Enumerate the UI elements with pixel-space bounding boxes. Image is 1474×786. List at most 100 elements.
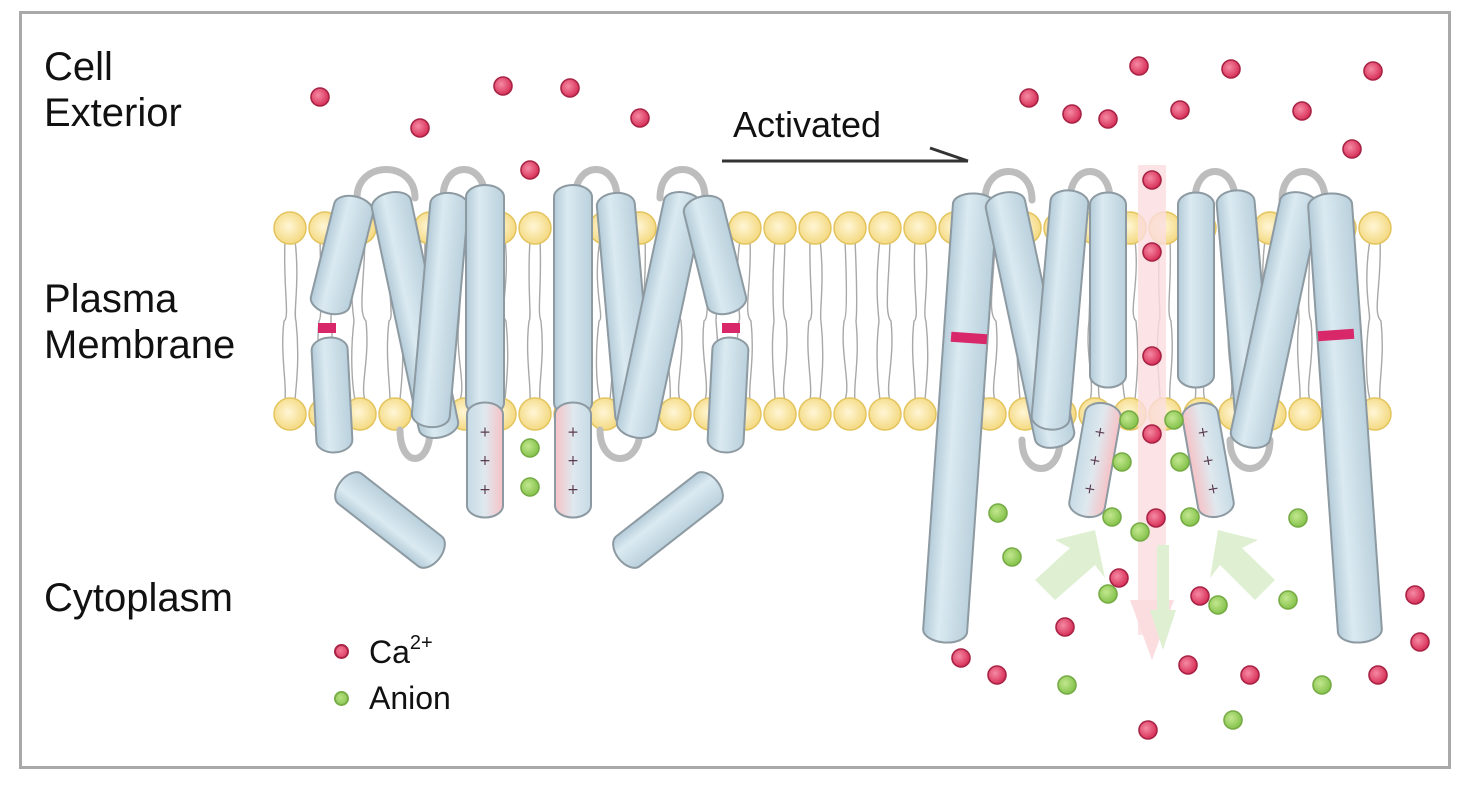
- positive-charge: +: [1093, 424, 1107, 442]
- protein-loop: [1278, 168, 1329, 204]
- helix-s1b-right-body: [706, 336, 750, 454]
- helix-s1b-left: [310, 336, 354, 454]
- protein-loop: [1018, 436, 1064, 472]
- anion: [1112, 452, 1132, 472]
- lipid-head: [868, 397, 902, 431]
- hinge-marker: [318, 323, 336, 333]
- calcium-ion: [1055, 617, 1075, 637]
- helix-s1b-right: [706, 336, 750, 454]
- anion: [520, 477, 540, 497]
- lipid-tail: [1365, 239, 1371, 401]
- ions: [310, 56, 1430, 740]
- calcium-ion: [630, 108, 650, 128]
- anion: [1278, 590, 1298, 610]
- calcium-ion: [1342, 139, 1362, 159]
- lipid-tail: [1307, 239, 1313, 401]
- calcium-ion: [310, 87, 330, 107]
- calcium-ion: [1240, 665, 1260, 685]
- anion: [1180, 507, 1200, 527]
- lipid-tail: [819, 239, 824, 401]
- lipid-tail: [842, 239, 848, 401]
- lipid-head: [833, 211, 867, 245]
- lipid-tail: [746, 239, 753, 401]
- lipid-tail: [538, 239, 543, 401]
- lipid-tail: [1132, 239, 1139, 401]
- calcium-ion: [1129, 56, 1149, 76]
- helix-s4-act-upper-right: [1177, 191, 1215, 389]
- helix-s3-left-body: [410, 191, 470, 429]
- anion: [1130, 522, 1150, 542]
- lipid-tail: [853, 239, 858, 401]
- lipid-head: [1358, 211, 1392, 245]
- legend-anion-label: Anion: [369, 680, 451, 716]
- label-cell-exterior-line1: Cell: [44, 45, 113, 89]
- anion: [1098, 584, 1118, 604]
- helix-s2-right-body: [615, 191, 705, 439]
- positive-charge: +: [1083, 480, 1097, 498]
- helix-amphipathic-right-body: [612, 471, 724, 569]
- helix-s4-upper-right-body: [553, 184, 593, 416]
- calcium-ion: [520, 160, 540, 180]
- lipid-head: [903, 397, 937, 431]
- lipid-tail: [282, 239, 288, 401]
- lipid-head: [273, 211, 307, 245]
- lipid-tail: [1376, 239, 1383, 401]
- helix-amphipathic-left-body: [334, 471, 446, 569]
- positive-charge: +: [479, 482, 491, 498]
- hinge-marker: [722, 323, 740, 333]
- calcium-ion: [1292, 101, 1312, 121]
- lipid-head: [378, 397, 412, 431]
- helix-s4-act-upper-left: [1089, 191, 1127, 389]
- lipid-head: [798, 397, 832, 431]
- helix-s1a-right-body: [682, 194, 748, 316]
- calcium-ion: [1146, 508, 1166, 528]
- calcium-ion: [1221, 59, 1241, 79]
- anion: [1102, 507, 1122, 527]
- label-cytoplasm: Cytoplasm: [44, 576, 233, 620]
- lipid-head: [1288, 397, 1322, 431]
- helix-s3-left: [410, 191, 470, 429]
- calcium-ion: [1410, 632, 1430, 652]
- hinge-marker: [950, 331, 988, 345]
- calcium-ion: [560, 78, 580, 98]
- anion: [520, 438, 540, 458]
- anion-flux-arrow-head: [1150, 610, 1176, 650]
- legend-anion: Anion: [334, 680, 451, 717]
- lipid-tail: [876, 239, 881, 401]
- legend-calcium: Ca2+: [334, 632, 433, 671]
- helix-s1a-left: [309, 194, 375, 316]
- lipid-tail: [595, 239, 602, 401]
- hinge-marker: [1317, 328, 1355, 342]
- voltage-sensor-right: +++: [554, 401, 592, 519]
- calcium-ion: [1190, 586, 1210, 606]
- lipid-tail: [782, 239, 788, 401]
- helix-s1-straight-left: [922, 192, 998, 644]
- calcium-ion: [1368, 665, 1388, 685]
- calcium-ion: [1178, 655, 1198, 675]
- helix-s3-act-left-body: [1030, 189, 1090, 431]
- label-plasma-membrane-line2: Membrane: [44, 323, 236, 367]
- voltage-sensor-act-right: +++: [1181, 401, 1235, 519]
- calcium-ion: [1019, 88, 1039, 108]
- calcium-ion: [1062, 104, 1082, 124]
- voltage-sensor-act-right-body: [1181, 401, 1235, 519]
- lipid-tail: [924, 239, 929, 401]
- calcium-ion: [493, 76, 513, 96]
- calcium-ion: [1142, 424, 1162, 444]
- protein-loop: [596, 426, 644, 462]
- lipid-head: [518, 211, 552, 245]
- helix-s1a-right: [682, 194, 748, 316]
- lipid-head: [518, 397, 552, 431]
- anion: [1223, 710, 1243, 730]
- positive-charge: +: [567, 453, 579, 469]
- anion: [1312, 675, 1332, 695]
- anion-influx-arrow-right: [1210, 530, 1275, 600]
- calcium-ion: [1098, 109, 1118, 129]
- label-plasma-membrane-line1: Plasma: [44, 277, 178, 321]
- helix-s4-act-upper-left-body: [1089, 191, 1127, 389]
- positive-charge: +: [1201, 452, 1215, 470]
- anion-flux-arrow: [1157, 545, 1169, 625]
- lipid-head: [868, 211, 902, 245]
- calcium-ion: [410, 118, 430, 138]
